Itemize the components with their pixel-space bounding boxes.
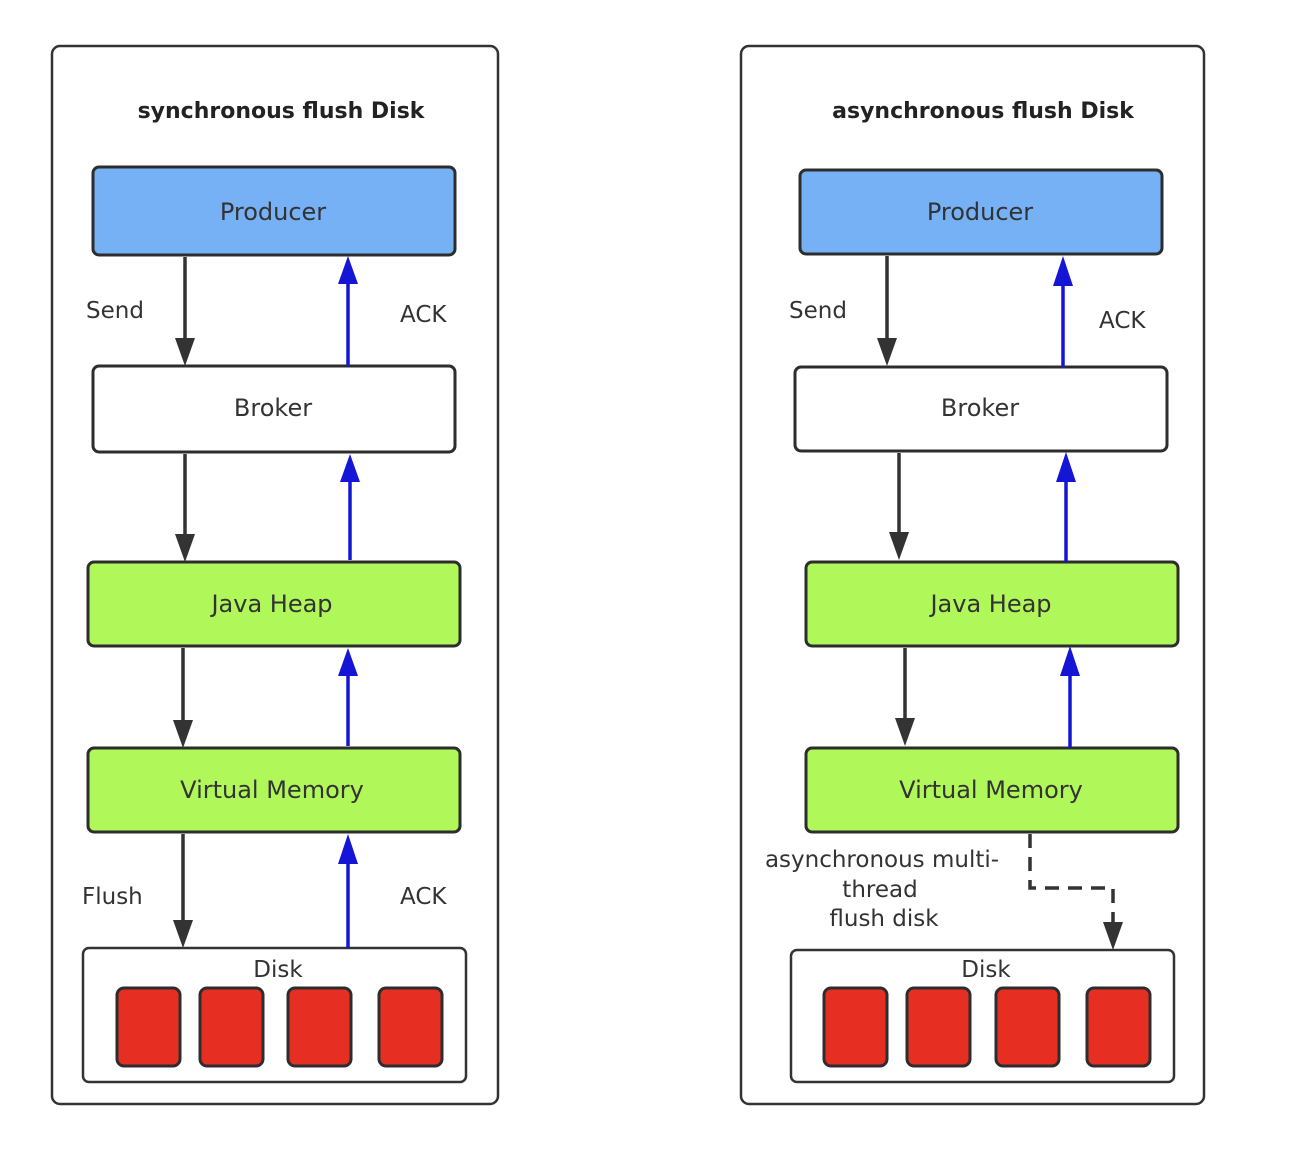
async-flush-label-line3: flush disk: [829, 906, 939, 932]
async-broker-to-heap-arrow: [889, 453, 909, 560]
async-ack-producer-arrow: [1053, 256, 1073, 367]
sync-disk-block: [115, 986, 182, 1068]
sync-broker-label: Broker: [234, 394, 312, 422]
async-disk-block: [994, 986, 1061, 1068]
async-panel: asynchronous flush Disk Producer Broker …: [739, 44, 1206, 1106]
async-broker-label: Broker: [941, 394, 1019, 422]
sync-flush-label: Flush: [82, 884, 143, 910]
async-disk-block: [822, 986, 889, 1068]
sync-producer-node: [91, 165, 457, 257]
async-send-arrow: [877, 256, 897, 366]
sync-disk-label: Disk: [253, 957, 303, 983]
async-virtual-memory-node: [804, 746, 1180, 834]
async-flush-dashed-arrow: [1028, 834, 1123, 950]
async-java-heap-node: [804, 560, 1180, 648]
sync-disk-block: [377, 986, 444, 1068]
sync-heap-to-memory-arrow: [173, 648, 193, 748]
sync-ack-disk-arrow: [338, 834, 358, 948]
sync-disk-block: [198, 986, 265, 1068]
sync-broker-to-heap-arrow: [175, 454, 195, 562]
sync-ack-heap-arrow: [338, 648, 358, 746]
async-flush-label-line1: asynchronous multi-: [765, 847, 999, 873]
async-heap-to-memory-arrow: [895, 648, 915, 746]
sync-producer-label: Producer: [220, 198, 326, 226]
async-flush-label-line2: thread: [842, 877, 917, 903]
sync-virtual-memory-node: [86, 746, 462, 834]
async-title: asynchronous flush Disk: [832, 99, 1135, 124]
sync-panel: synchronous flush Disk Producer Broker J…: [50, 44, 500, 1106]
sync-send-arrow: [175, 257, 195, 366]
async-ack-broker-arrow: [1056, 452, 1076, 562]
async-broker-node: [793, 365, 1169, 453]
sync-broker-node: [91, 364, 457, 454]
async-disk-label: Disk: [961, 957, 1011, 983]
sync-title: synchronous flush Disk: [138, 99, 426, 124]
sync-ack-bottom-label: ACK: [400, 884, 447, 910]
async-java-heap-label: Java Heap: [928, 590, 1051, 618]
sync-send-label: Send: [86, 298, 144, 324]
async-send-label: Send: [789, 298, 847, 324]
async-virtual-memory-label: Virtual Memory: [899, 776, 1083, 804]
sync-ack-producer-arrow: [338, 256, 358, 366]
sync-ack-top-label: ACK: [400, 302, 447, 328]
async-producer-node: [798, 168, 1164, 256]
sync-ack-broker-arrow: [340, 454, 360, 560]
sync-disk-block: [286, 986, 353, 1068]
sync-java-heap-label: Java Heap: [209, 590, 332, 618]
sync-java-heap-node: [86, 560, 462, 648]
async-disk-block: [1085, 986, 1152, 1068]
sync-virtual-memory-label: Virtual Memory: [180, 776, 364, 804]
async-producer-label: Producer: [927, 198, 1033, 226]
async-disk-block: [905, 986, 972, 1068]
async-ack-top-label: ACK: [1099, 308, 1146, 334]
async-ack-heap-arrow: [1060, 646, 1080, 748]
sync-flush-arrow: [173, 834, 193, 948]
